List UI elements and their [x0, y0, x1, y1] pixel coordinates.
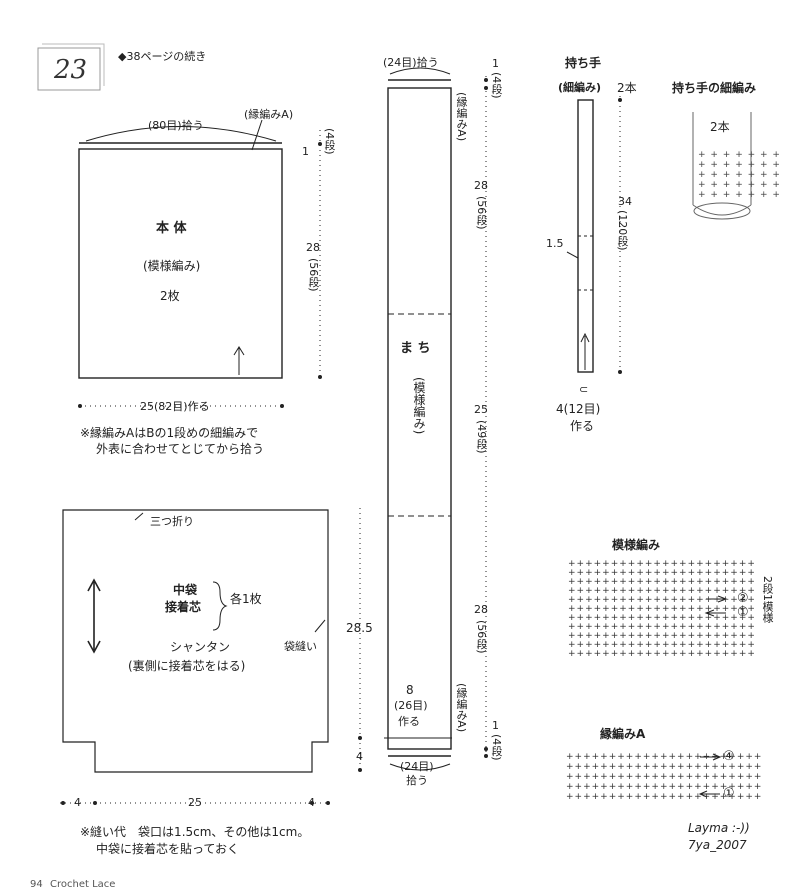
- handle-width-cm: 1.5: [546, 237, 564, 250]
- handle-subtitle: (細編み): [558, 81, 602, 94]
- pattern-row-1: ①: [737, 605, 749, 620]
- body-pickup: (80目)拾う: [148, 119, 204, 132]
- lining-note-1: ※縫い代 袋口は1.5cm、その他は1cm。: [80, 825, 310, 839]
- gusset-bot-cm: 1: [492, 719, 499, 732]
- handle-count: 2本: [617, 81, 637, 95]
- lining-fold: 三つ折り: [150, 515, 194, 528]
- lining-w-left: 4: [74, 796, 81, 809]
- handle-cast-bracket: ⊂: [579, 383, 589, 396]
- body-count: 2枚: [160, 289, 180, 303]
- handle-sc-symbols: + + + + + + + + + + + + + + + + + + + + …: [698, 150, 781, 200]
- pattern-repeat: 2段1模様: [761, 576, 774, 623]
- handle-cast: 4(12目): [556, 402, 601, 416]
- gusset-edge-bottom: (縁編みA): [455, 683, 468, 733]
- gusset-top-pickup: (24目)拾う: [383, 56, 439, 69]
- gusset-make-label: 作る: [398, 715, 420, 728]
- gusset-top-cm: 1: [492, 57, 499, 70]
- gusset-bot-rows: (4段): [490, 734, 503, 761]
- pattern-row-2: ②: [737, 591, 749, 606]
- body-height-cm: 28: [306, 241, 320, 254]
- gusset-sec3-rows: (56段): [475, 620, 488, 654]
- handle-sc-count: 2本: [710, 120, 730, 134]
- gusset-sec2-rows: (49段): [475, 420, 488, 454]
- gusset-sec3-cm: 28: [474, 603, 488, 616]
- lining-w-center: 25: [188, 796, 202, 809]
- pattern-chart-title: 模様編み: [612, 538, 661, 552]
- gusset-pattern: (模様編み): [412, 377, 426, 435]
- body-top-cm: 1: [302, 145, 309, 158]
- lining-w-right: 4: [308, 796, 315, 809]
- lining-count: 各1枚: [230, 592, 262, 606]
- body-name: 本 体: [156, 221, 187, 236]
- pattern-chart-symbols: ++++++++++++++++++++++ +++++++++++++++++…: [568, 559, 756, 659]
- gusset-make-st: (26目): [394, 699, 428, 712]
- body-width: 25(82目)作る: [140, 400, 210, 413]
- lining-fabric-note: (裏側に接着芯をはる): [128, 659, 246, 673]
- body-note-1: ※縁編みAはBの1段めの細編みで: [80, 426, 259, 440]
- lining-name-2: 接着芯: [165, 600, 202, 614]
- footer-book: Crochet Lace: [50, 879, 116, 890]
- edge-row-1: ①: [723, 786, 735, 801]
- edge-chart-title: 縁編みA: [600, 727, 646, 741]
- body-pattern: (模様編み): [143, 259, 201, 273]
- edge-chart-symbols: +++++++++++++++++++++++ ++++++++++++++++…: [566, 752, 763, 802]
- gusset-sec2-cm: 25: [474, 403, 488, 416]
- lining-height: 28.5: [346, 621, 373, 635]
- credit-line-2: 7ya_2007: [688, 838, 747, 852]
- gusset-sec1-cm: 28: [474, 179, 488, 192]
- edge-row-4: ④: [723, 749, 735, 764]
- gusset-bottom-pickup: (24目): [400, 760, 434, 773]
- gusset-make-cm: 8: [406, 683, 414, 697]
- gusset-edge-top: (縁編みA): [455, 92, 468, 142]
- handle-cast-label: 作る: [570, 419, 595, 433]
- lining-fabric: シャンタン: [170, 640, 231, 654]
- handle-sc-title: 持ち手の細編み: [672, 81, 757, 95]
- gusset-bottom-pickup-2: 拾う: [406, 774, 428, 787]
- body-edge-label: (縁編みA): [244, 108, 294, 121]
- gusset-name: ま ち: [400, 341, 431, 356]
- continued-note: ◆38ページの続き: [118, 50, 207, 63]
- lining-note-2: 中袋に接着芯を貼っておく: [96, 842, 240, 856]
- body-height-rows: (56段): [307, 258, 320, 292]
- handle-len-rows: (120段): [616, 210, 629, 251]
- credit-line-1: Layma :-)): [688, 821, 750, 835]
- lining-name-1: 中袋: [173, 583, 198, 597]
- body-top-rows: (4段): [323, 128, 336, 155]
- lining-bottom-dim: 4: [356, 750, 363, 763]
- body-note-2: 外表に合わせてとじてから拾う: [96, 442, 265, 456]
- handle-len-cm: 34: [618, 195, 632, 208]
- footer-page: 94: [30, 879, 43, 890]
- page-number: 23: [54, 55, 88, 85]
- handle-title: 持ち手: [565, 56, 602, 70]
- gusset-sec1-rows: (56段): [475, 196, 488, 230]
- gusset-top-rows: (4段): [490, 72, 503, 99]
- lining-seam: 袋縫い: [284, 640, 317, 653]
